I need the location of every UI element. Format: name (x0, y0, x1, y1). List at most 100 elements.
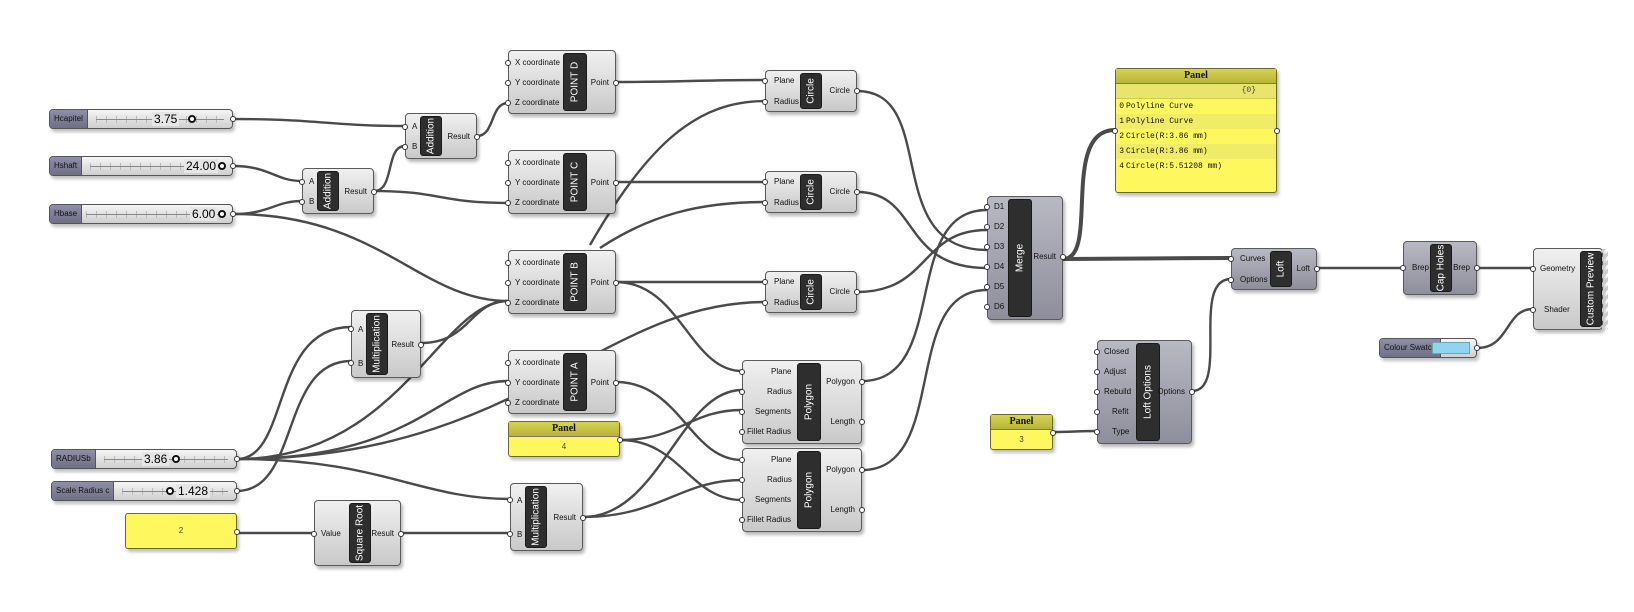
point-core[interactable]: POINT B (563, 253, 587, 311)
circle-core[interactable]: Circle (800, 274, 822, 310)
output-grip[interactable] (398, 531, 404, 537)
input-grip[interactable] (984, 204, 990, 210)
panel-segments[interactable]: Panel 4 (508, 421, 623, 457)
circle-component-1[interactable]: Plane Radius Circle Circle (762, 70, 860, 112)
output-grip[interactable] (1050, 430, 1056, 436)
square-root-component[interactable]: Value Square Root Result (311, 500, 404, 566)
input-grip[interactable] (311, 531, 317, 537)
input-grip[interactable] (1112, 128, 1118, 134)
custom-preview-core[interactable]: Custom Preview (1580, 251, 1602, 327)
slider-hshaft[interactable]: Hshaft 24.00 (49, 156, 236, 176)
multiplication-core[interactable]: Multiplication (366, 313, 388, 375)
input-grip[interactable] (1530, 307, 1536, 313)
point-core[interactable]: POINT C (563, 153, 587, 211)
input-grip[interactable] (402, 124, 408, 130)
output-grip[interactable] (474, 134, 480, 140)
merge-component[interactable]: D1 D2 D3 D4 D5 D6 Merge Result (984, 196, 1066, 320)
input-grip[interactable] (505, 200, 511, 206)
input-grip[interactable] (1530, 266, 1536, 272)
polygon-core[interactable]: Polygon (797, 363, 821, 441)
input-grip[interactable] (739, 369, 745, 375)
input-grip[interactable] (505, 80, 511, 86)
input-grip[interactable] (762, 279, 768, 285)
panel-type[interactable]: Panel 3 (990, 414, 1056, 450)
input-grip[interactable] (402, 144, 408, 150)
loft-core[interactable]: Loft (1270, 251, 1292, 287)
output-grip[interactable] (859, 507, 865, 513)
output-grip[interactable] (854, 289, 860, 295)
input-grip[interactable] (739, 457, 745, 463)
cap-holes-component[interactable]: Brep Cap Holes Brep (1400, 241, 1480, 295)
input-grip[interactable] (507, 531, 513, 537)
circle-component-2[interactable]: Plane Radius Circle Circle (762, 171, 860, 213)
output-grip[interactable] (859, 379, 865, 385)
input-grip[interactable] (299, 179, 305, 185)
polygon-core[interactable]: Polygon (797, 451, 821, 529)
input-grip[interactable] (1228, 277, 1234, 283)
input-grip[interactable] (348, 326, 354, 332)
slider-knob[interactable] (218, 162, 226, 170)
input-grip[interactable] (762, 99, 768, 105)
cap-holes-core[interactable]: Cap Holes (1430, 244, 1452, 292)
input-grip[interactable] (348, 360, 354, 366)
input-grip[interactable] (505, 300, 511, 306)
output-grip[interactable] (1189, 389, 1195, 395)
slider-scale-radius[interactable]: Scale Radius c 1.428 (51, 481, 240, 501)
input-grip[interactable] (984, 244, 990, 250)
input-grip[interactable] (1094, 369, 1100, 375)
input-grip[interactable] (1094, 409, 1100, 415)
output-grip[interactable] (1474, 345, 1480, 351)
input-grip[interactable] (505, 180, 511, 186)
slider-radiusb[interactable]: RADIUSb 3.86 (51, 449, 240, 469)
input-grip[interactable] (739, 389, 745, 395)
output-grip[interactable] (230, 211, 236, 217)
point-c-component[interactable]: X coordinate Y coordinate Z coordinate P… (505, 150, 619, 214)
loft-options-component[interactable]: Closed Adjust Rebuild Refit Type Loft Op… (1094, 340, 1195, 444)
input-grip[interactable] (762, 300, 768, 306)
input-grip[interactable] (505, 160, 511, 166)
colour-swatch[interactable]: Colour Swatch (1379, 338, 1480, 358)
slider-knob[interactable] (188, 115, 196, 123)
output-grip[interactable] (1060, 254, 1066, 260)
input-grip[interactable] (739, 477, 745, 483)
input-grip[interactable] (505, 400, 511, 406)
point-a-component[interactable]: X coordinate Y coordinate Z coordinate P… (505, 350, 619, 414)
output-grip[interactable] (230, 116, 236, 122)
output-grip[interactable] (854, 189, 860, 195)
input-grip[interactable] (762, 78, 768, 84)
output-grip[interactable] (234, 456, 240, 462)
input-grip[interactable] (762, 179, 768, 185)
input-grip[interactable] (739, 517, 745, 523)
slider-knob[interactable] (166, 487, 174, 495)
swatch-color[interactable] (1432, 342, 1470, 354)
input-grip[interactable] (505, 60, 511, 66)
multiplication-core[interactable]: Multiplication (525, 486, 547, 548)
slider-knob[interactable] (218, 210, 226, 218)
output-grip[interactable] (854, 88, 860, 94)
output-grip[interactable] (617, 437, 623, 443)
output-grip[interactable] (613, 380, 619, 386)
output-grip[interactable] (859, 419, 865, 425)
point-d-component[interactable]: X coordinate Y coordinate Z coordinate P… (505, 50, 619, 114)
input-grip[interactable] (299, 199, 305, 205)
addition-core[interactable]: Addition (420, 116, 442, 156)
slider-hbase[interactable]: Hbase 6.00 (49, 204, 236, 224)
input-grip[interactable] (739, 429, 745, 435)
output-grip[interactable] (371, 189, 377, 195)
output-grip[interactable] (859, 467, 865, 473)
loft-component[interactable]: Curves Options Loft Loft (1228, 248, 1320, 290)
multiplication-component-1[interactable]: A B Multiplication Result (348, 310, 424, 378)
output-grip[interactable] (1474, 265, 1480, 271)
square-root-core[interactable]: Square Root (349, 503, 371, 563)
input-grip[interactable] (1400, 265, 1406, 271)
addition-component-2[interactable]: A B Addition Result (299, 168, 377, 214)
output-grip[interactable] (234, 488, 240, 494)
circle-core[interactable]: Circle (800, 174, 822, 210)
addition-core[interactable]: Addition (317, 171, 339, 211)
input-grip[interactable] (505, 380, 511, 386)
point-core[interactable]: POINT A (563, 353, 587, 411)
input-grip[interactable] (1228, 256, 1234, 262)
slider-knob[interactable] (172, 455, 180, 463)
